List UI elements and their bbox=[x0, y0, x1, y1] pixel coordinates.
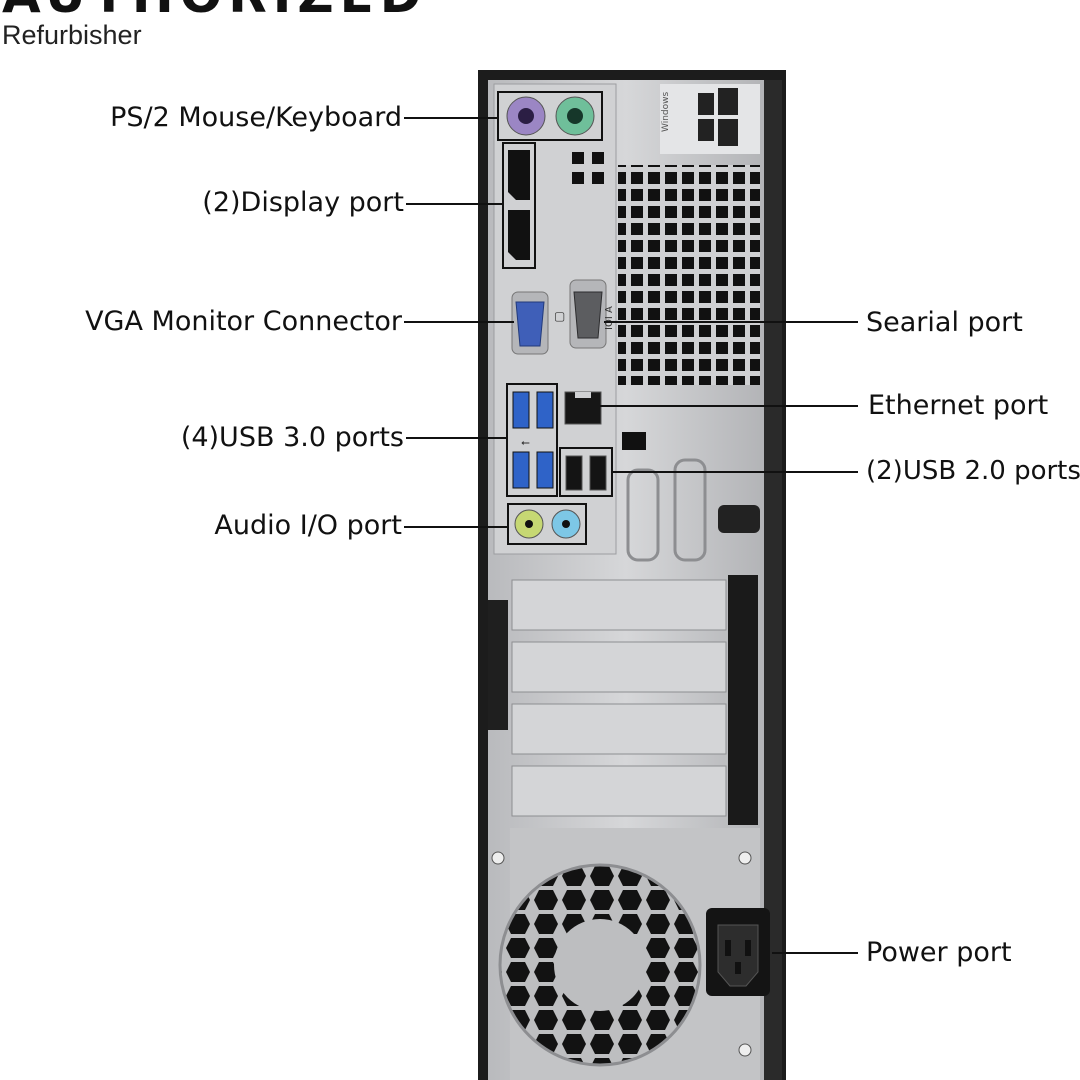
callout-lines bbox=[404, 117, 858, 954]
usb3-port-2-icon bbox=[536, 391, 554, 429]
header-subtitle: Refurbisher bbox=[2, 20, 142, 50]
chassis-side bbox=[760, 80, 782, 1080]
expansion-slots bbox=[488, 575, 758, 825]
usb-symbol-icon: ⭠ bbox=[521, 436, 530, 449]
label-power: Power port bbox=[866, 937, 1012, 968]
displayport-2-icon bbox=[508, 210, 530, 260]
usb2-port-2-icon bbox=[589, 455, 607, 491]
label-ps2: PS/2 Mouse/Keyboard bbox=[110, 102, 402, 133]
displayport-highlight-box bbox=[502, 142, 536, 269]
vga-monitor-icon: ▢ bbox=[554, 309, 565, 323]
screw-icon bbox=[491, 851, 505, 865]
screw-thumb bbox=[718, 505, 760, 533]
label-display-port: (2)Display port bbox=[202, 187, 404, 218]
usb3-highlight-box bbox=[506, 383, 558, 497]
displayport-1-icon bbox=[508, 150, 530, 200]
usb3-port-1-icon bbox=[512, 391, 530, 429]
usb3-port-4-icon bbox=[536, 451, 554, 489]
windows-logo-icon bbox=[698, 88, 738, 146]
label-audio: Audio I/O port bbox=[214, 510, 402, 541]
header-title: AUTHORIZED bbox=[2, 0, 427, 24]
label-usb2: (2)USB 2.0 ports bbox=[866, 456, 1080, 486]
usb3-port-3-icon bbox=[512, 451, 530, 489]
vga-connector-icon bbox=[515, 301, 545, 347]
audio-highlight-box bbox=[507, 503, 587, 545]
windows-sticker-text: Windows bbox=[661, 92, 671, 132]
lock-slot bbox=[622, 432, 646, 450]
bracket bbox=[626, 468, 660, 562]
usb2-port-1-icon bbox=[565, 455, 583, 491]
serial-marking: IOI A bbox=[604, 306, 615, 330]
ps2-highlight-box bbox=[497, 91, 603, 141]
label-usb3: (4)USB 3.0 ports bbox=[180, 422, 404, 453]
label-serial: Searial port bbox=[866, 307, 1023, 338]
vent-grille bbox=[618, 165, 760, 385]
label-vga: VGA Monitor Connector bbox=[85, 306, 402, 337]
vent-small bbox=[572, 152, 604, 184]
label-ethernet: Ethernet port bbox=[868, 390, 1049, 421]
ethernet-port-icon bbox=[564, 391, 602, 425]
serial-connector-icon bbox=[573, 291, 603, 339]
